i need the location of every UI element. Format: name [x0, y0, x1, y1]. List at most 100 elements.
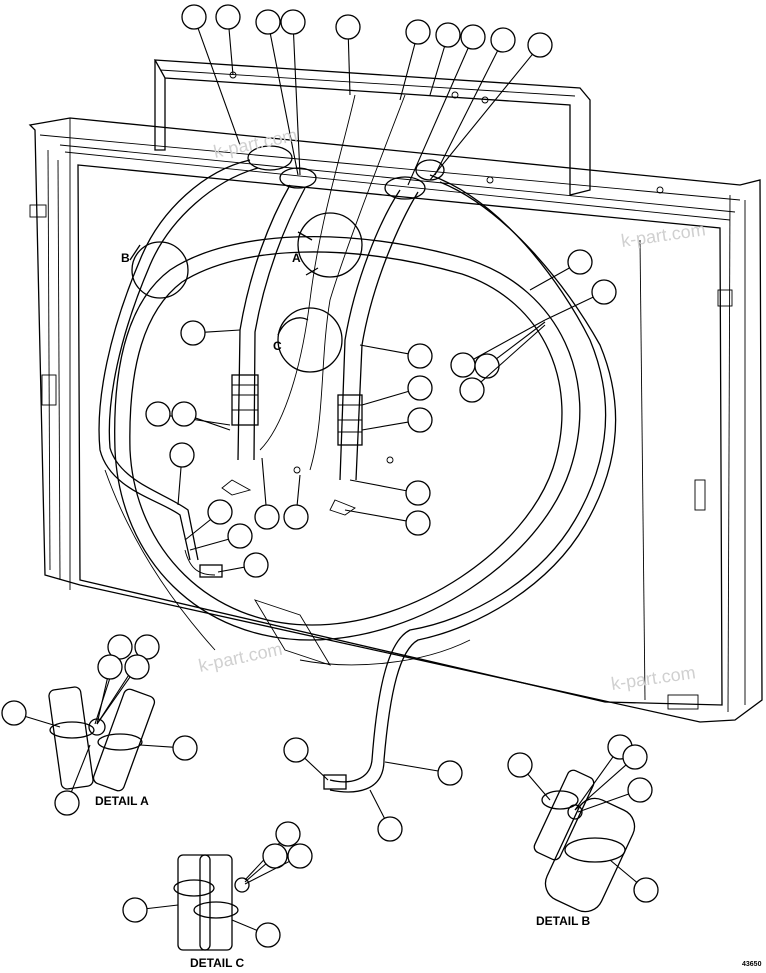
view-label-a: A	[292, 251, 301, 265]
callout-balloon	[54, 790, 80, 816]
callout-leader	[577, 793, 629, 813]
callout-leader	[269, 33, 299, 176]
callout-balloon	[450, 352, 476, 378]
callout-leader	[184, 519, 211, 541]
callout-balloon	[207, 499, 233, 525]
callout-balloon	[283, 737, 309, 763]
callout-leader	[70, 744, 91, 793]
detail-a-title: DETAIL A	[95, 794, 149, 808]
callout-balloon	[134, 634, 160, 660]
watermark-1: k-part.com	[212, 125, 299, 162]
view-label-b: B	[121, 251, 130, 265]
callout-balloon	[405, 19, 431, 45]
callout-balloon	[181, 4, 207, 30]
callout-leader	[384, 761, 439, 772]
callout-balloon	[627, 777, 653, 803]
callout-balloon	[280, 9, 306, 35]
callout-balloon	[262, 843, 288, 869]
callout-balloon	[275, 821, 301, 847]
callout-balloon	[591, 279, 617, 305]
callout-balloon	[1, 700, 27, 726]
callout-leader	[609, 859, 638, 883]
callout-balloon	[437, 760, 463, 786]
callout-leader	[473, 319, 546, 360]
callout-leader	[195, 417, 231, 431]
callout-balloon	[507, 752, 533, 778]
callout-leader	[292, 33, 301, 176]
fan-ring	[114, 235, 581, 666]
callout-balloon	[255, 9, 281, 35]
callout-balloon	[215, 4, 241, 30]
callout-leader	[574, 756, 614, 811]
callout-balloon	[169, 442, 195, 468]
callout-leader	[399, 43, 416, 101]
callout-leader	[204, 329, 241, 333]
callout-balloon	[622, 744, 648, 770]
callout-balloon	[474, 353, 500, 379]
callout-leader	[529, 267, 570, 291]
watermark-4: k-part.com	[610, 662, 697, 694]
callout-leader	[480, 324, 546, 383]
callout-leader	[429, 46, 446, 96]
callout-balloon	[255, 922, 281, 948]
callout-leader	[407, 47, 469, 186]
callout-balloon	[407, 343, 433, 369]
callout-balloon	[407, 375, 433, 401]
callout-balloon	[122, 897, 148, 923]
view-indicators: A B C	[121, 212, 363, 373]
hoses	[98, 94, 617, 793]
callout-balloon	[107, 634, 133, 660]
callout-leader	[96, 678, 108, 725]
callout-balloon	[335, 14, 361, 40]
callout-leader	[146, 904, 179, 910]
callout-leader	[347, 38, 351, 96]
callout-leader	[96, 676, 131, 725]
callout-leader	[139, 744, 174, 748]
callout-leader	[429, 53, 533, 181]
callout-balloon	[254, 504, 280, 530]
callout-leader	[231, 919, 258, 931]
callout-leader	[369, 789, 386, 819]
callout-balloon	[405, 480, 431, 506]
callout-balloon	[124, 654, 150, 680]
callout-leader	[197, 28, 241, 146]
callout-leader	[177, 466, 182, 506]
callout-balloon	[180, 320, 206, 346]
callout-balloon	[97, 654, 123, 680]
callout-leader	[244, 860, 290, 885]
callout-balloon	[435, 22, 461, 48]
callout-leader	[527, 773, 551, 801]
callout-leader	[217, 566, 245, 573]
callout-leader	[544, 296, 594, 321]
callout-leader	[359, 344, 409, 355]
callout-balloon	[405, 510, 431, 536]
watermark-2: k-part.com	[620, 219, 707, 251]
callout-leader	[189, 538, 229, 551]
detail-b-title: DETAIL B	[536, 914, 591, 928]
callout-balloon	[377, 816, 403, 842]
callout-balloon	[243, 552, 269, 578]
part-number: 43650	[742, 961, 762, 968]
view-label-c: C	[273, 339, 282, 353]
detail-c-title: DETAIL C	[190, 956, 245, 970]
callout-leader	[434, 50, 499, 176]
callout-leader	[261, 457, 267, 506]
callout-leader	[228, 28, 234, 76]
callout-leader	[349, 479, 407, 492]
callout-balloon	[567, 249, 593, 275]
callout-balloon	[145, 401, 171, 427]
callout-balloon	[459, 377, 485, 403]
callout-leader	[344, 509, 407, 522]
callout-leader	[244, 863, 267, 883]
detail-b-drawing	[533, 769, 636, 913]
callout-balloon	[633, 877, 659, 903]
callout-balloon	[490, 27, 516, 53]
callout-balloon	[460, 24, 486, 50]
callout-balloon	[407, 407, 433, 433]
callout-balloon	[527, 32, 553, 58]
callout-leader	[361, 390, 409, 406]
callout-balloon	[287, 843, 313, 869]
callout-balloon	[172, 735, 198, 761]
